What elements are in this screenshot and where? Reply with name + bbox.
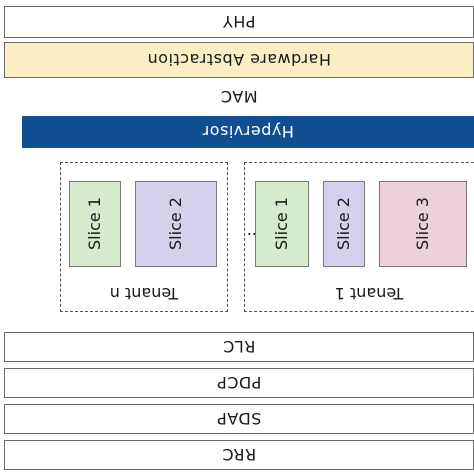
pdcp-label: PDCP (216, 373, 262, 393)
hypervisor-layer: Hypervisor (22, 116, 474, 148)
phy-layer: PHY (4, 6, 474, 38)
hypervisor-label: Hypervisor (202, 122, 294, 142)
rrc-label: RRC (221, 445, 257, 465)
tenant-n-slice-1: Slice 1 (69, 181, 121, 267)
slice-label: Slice 1 (272, 197, 292, 251)
hardware-abstraction-label: Hardware Abstraction (147, 50, 331, 70)
pdcp-layer: PDCP (4, 368, 474, 398)
tenant-n-box: Tenant n Slice 2 Slice 1 (60, 162, 228, 312)
sdap-label: SDAP (216, 409, 262, 429)
slice-label: Slice 1 (85, 197, 105, 251)
slice-label: Slice 2 (334, 197, 354, 251)
tenant-1-slice-3: Slice 3 (379, 181, 467, 267)
rlc-layer: RLC (4, 332, 474, 362)
tenant-1-label: Tenant 1 (334, 284, 404, 303)
mac-layer: MAC (4, 78, 474, 116)
slice-label: Slice 3 (413, 197, 433, 251)
sdap-layer: SDAP (4, 404, 474, 434)
tenant-1-slice-2: Slice 2 (323, 181, 365, 267)
rrc-layer: RRC (4, 440, 474, 470)
tenant-1-slice-1: Slice 1 (255, 181, 309, 267)
rlc-label: RLC (222, 337, 256, 357)
slice-label: Slice 2 (166, 197, 186, 251)
mac-label: MAC (220, 87, 258, 107)
tenant-n-label: Tenant n (109, 284, 179, 303)
tenant-1-box: Tenant 1 Slice 3 Slice 2 Slice 1 (244, 162, 474, 312)
hardware-abstraction-layer: Hardware Abstraction (4, 42, 474, 78)
tenant-n-slice-2: Slice 2 (135, 181, 217, 267)
phy-label: PHY (222, 12, 256, 32)
